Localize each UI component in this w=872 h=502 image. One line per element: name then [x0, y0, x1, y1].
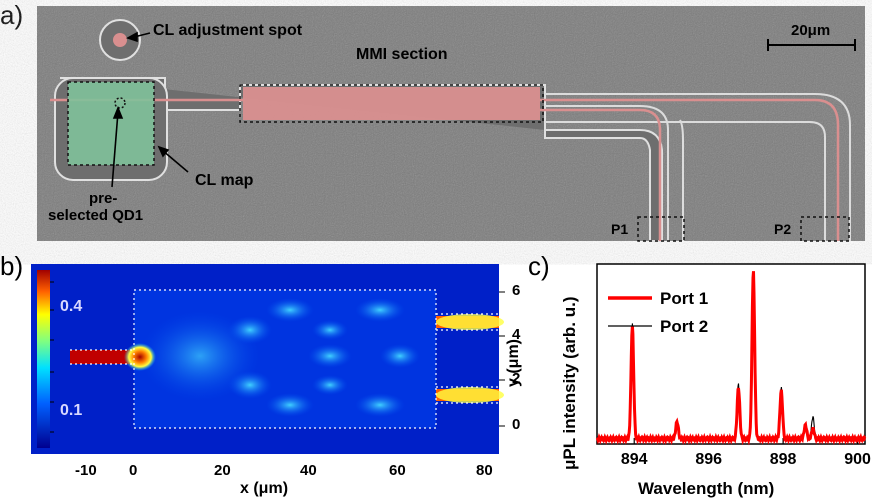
b-y-tick: 6 [512, 282, 521, 299]
b-x-tick: 40 [300, 462, 317, 479]
colorbar-tick-bottom: 0.1 [60, 402, 83, 419]
cl-map-label: CL map [195, 172, 254, 189]
scale-bar-label: 20μm [791, 22, 831, 39]
b-x-tick: 20 [214, 462, 231, 479]
b-y-label: y (μm) [505, 338, 522, 387]
preselected-label-2: selected QD1 [48, 207, 144, 224]
preselected-label-1: pre- [89, 190, 118, 207]
port-1-label: P1 [611, 221, 629, 237]
panel-a-letter: a) [0, 0, 24, 30]
panel-c-letter: c) [528, 251, 550, 281]
colorbar-tick-top: 0.4 [60, 298, 83, 315]
cl-spot-label: CL adjustment spot [153, 22, 303, 39]
b-x-tick: 0 [129, 462, 138, 479]
c-y-label: μPL intensity (arb. u.) [560, 296, 579, 471]
b-x-tick: 80 [476, 462, 493, 479]
port-2-label: P2 [774, 221, 792, 237]
b-x-tick: 60 [389, 462, 406, 479]
b-y-tick: 0 [512, 416, 521, 433]
mmi-label: MMI section [356, 46, 448, 63]
b-y-tick: 2 [512, 370, 521, 387]
c-x-label: Wavelength (nm) [638, 479, 775, 498]
b-y-tick: 4 [512, 326, 521, 343]
b-x-tick: -10 [75, 462, 97, 479]
b-x-label: x (μm) [240, 480, 289, 497]
panel-b-letter: b) [0, 251, 24, 281]
